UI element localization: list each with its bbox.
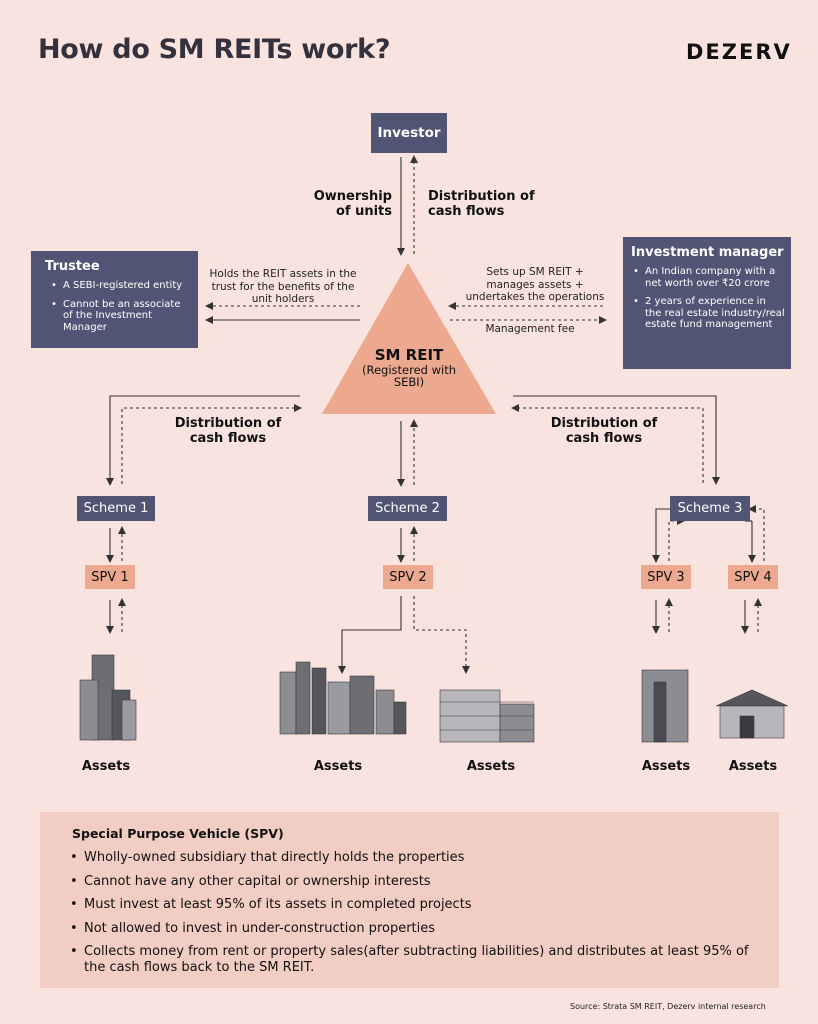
scheme-2-box: Scheme 2 <box>368 496 447 521</box>
spv-panel-point: Collects money from rent or property sal… <box>70 944 760 975</box>
trustee-box: Trustee A SEBI-registered entity Cannot … <box>31 251 198 348</box>
assets-label: Assets <box>641 759 691 774</box>
source-note: Source: Strata SM REIT, Dezerv internal … <box>570 1002 766 1011</box>
investment-manager-point: 2 years of experience in the real estate… <box>633 296 785 331</box>
brand-logo: DEZERV <box>686 40 792 64</box>
sm-reit-subtitle: (Registered with SEBI) <box>361 363 456 389</box>
investor-box: Investor <box>371 113 447 153</box>
trustee-title: Trustee <box>45 259 100 274</box>
ownership-label: Ownership of units <box>313 189 392 219</box>
sm-reit-triangle <box>322 263 496 414</box>
sm-reit-label: SM REIT (Registered with SEBI) <box>346 346 472 388</box>
spv-1-box: SPV 1 <box>85 565 135 589</box>
distribution-label-right: Distribution of cash flows <box>550 416 658 446</box>
spv-4-box: SPV 4 <box>728 565 778 589</box>
assets-label: Assets <box>313 759 363 774</box>
trustee-point: A SEBI-registered entity <box>51 280 192 292</box>
page-title: How do SM REITs work? <box>38 34 391 65</box>
investment-manager-box: Investment manager An Indian company wit… <box>623 237 791 369</box>
assets-label: Assets <box>728 759 778 774</box>
distribution-label-top: Distribution of cash flows <box>428 189 535 219</box>
trustee-point: Cannot be an associate of the Investment… <box>51 299 192 334</box>
trustee-link-label: Holds the REIT assets in the trust for t… <box>209 268 357 305</box>
spv-panel-point: Wholly-owned subsidiary that directly ho… <box>70 850 760 866</box>
building-icon <box>79 654 789 743</box>
assets-label: Assets <box>81 759 131 774</box>
spv-panel-point: Cannot have any other capital or ownersh… <box>70 874 760 890</box>
management-fee-label: Management fee <box>485 323 575 335</box>
spv-panel-point: Must invest at least 95% of its assets i… <box>70 897 760 913</box>
investment-manager-point: An Indian company with a net worth over … <box>633 266 785 289</box>
spv-info-panel: Special Purpose Vehicle (SPV) Wholly-own… <box>40 812 779 988</box>
distribution-label-left: Distribution of cash flows <box>174 416 282 446</box>
investment-manager-title: Investment manager <box>631 245 784 260</box>
spv-2-box: SPV 2 <box>383 565 433 589</box>
scheme-1-box: Scheme 1 <box>77 496 155 521</box>
spv-3-box: SPV 3 <box>641 565 691 589</box>
spv-panel-title: Special Purpose Vehicle (SPV) <box>72 826 284 841</box>
spv-panel-point: Not allowed to invest in under-construct… <box>70 921 760 937</box>
sm-reit-name: SM REIT <box>374 346 444 364</box>
im-link-label: Sets up SM REIT + manages assets + under… <box>465 266 605 303</box>
scheme-3-box: Scheme 3 <box>670 496 750 521</box>
assets-label: Assets <box>466 759 516 774</box>
